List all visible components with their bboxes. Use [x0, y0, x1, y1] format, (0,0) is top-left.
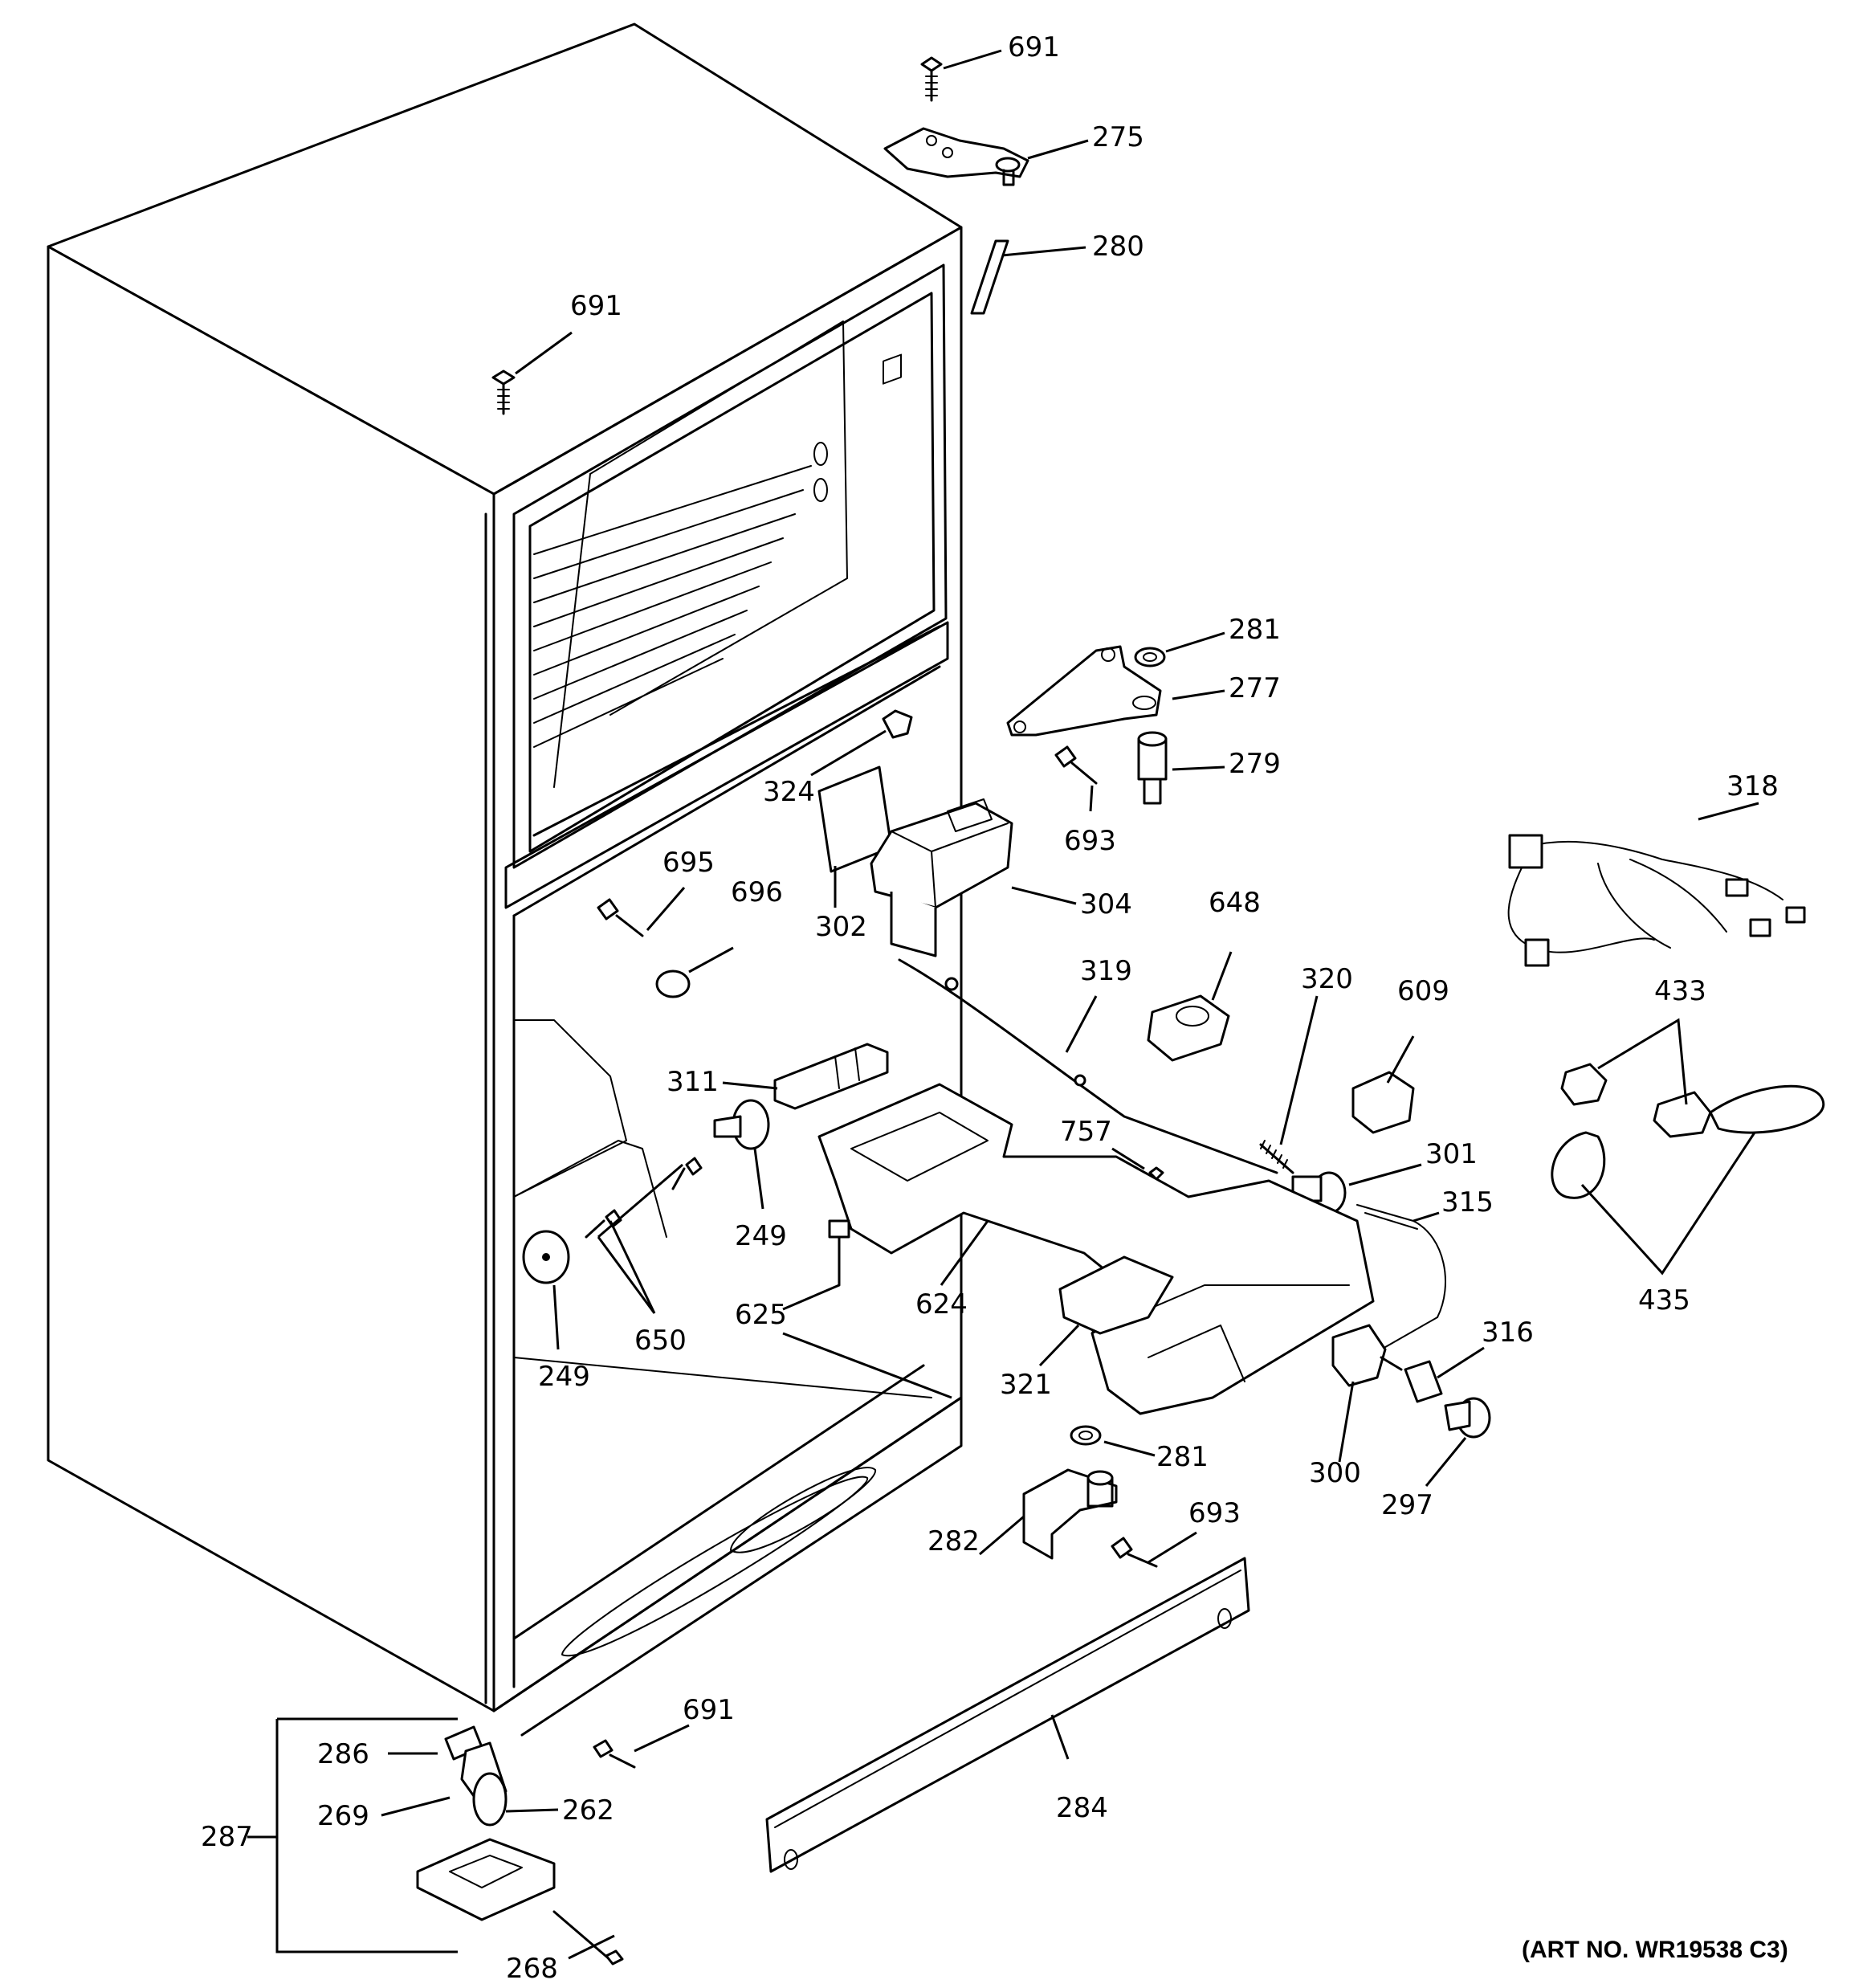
callout-650: 650 — [634, 1325, 687, 1357]
callout-287: 287 — [201, 1821, 253, 1853]
part-screw-691-bottom — [593, 1739, 636, 1769]
callout-693: 693 — [1188, 1497, 1241, 1529]
callout-315: 315 — [1441, 1186, 1494, 1219]
part-knob-297 — [1444, 1397, 1491, 1439]
part-hinge-275 — [883, 127, 1029, 186]
callout-300: 300 — [1309, 1457, 1361, 1489]
callout-301: 301 — [1425, 1138, 1478, 1170]
part-switch-609 — [1351, 1071, 1415, 1134]
part-control-housing-304 — [870, 798, 1013, 957]
part-screw-695 — [597, 898, 644, 937]
callout-297: 297 — [1381, 1489, 1433, 1521]
callout-696: 696 — [731, 876, 783, 908]
callout-324: 324 — [763, 776, 815, 808]
part-lamp-sockets-433 — [1560, 1063, 1712, 1138]
part-plunger-249-lower — [522, 1230, 570, 1284]
callout-435: 435 — [1638, 1284, 1690, 1316]
callout-labels: 691 275 280 691 281 277 279 693 324 318 … — [201, 31, 1779, 1985]
callout-281: 281 — [1229, 614, 1281, 646]
part-wire-harness-318 — [1507, 834, 1806, 967]
callout-321: 321 — [1000, 1369, 1052, 1401]
part-hinge-282 — [1022, 1468, 1118, 1560]
refrigerator-cabinet — [47, 22, 963, 1737]
part-hinge-277 — [1006, 645, 1162, 737]
part-air-damper-624 — [817, 1083, 1375, 1415]
part-hinge-cover-280 — [970, 239, 1009, 315]
part-thermostat-315 — [1356, 1204, 1446, 1350]
callout-284: 284 — [1056, 1792, 1108, 1824]
callout-275: 275 — [1092, 121, 1144, 153]
part-plug-696 — [655, 970, 691, 998]
part-plug-324 — [882, 709, 913, 739]
callout-249: 249 — [538, 1361, 590, 1393]
callout-262: 262 — [562, 1794, 614, 1827]
part-washer-281-top — [1134, 647, 1166, 667]
part-lamps-435 — [1551, 1084, 1825, 1199]
part-screw-693-top — [1054, 745, 1098, 785]
part-control-648 — [1147, 994, 1230, 1062]
part-bolt-625 — [828, 1219, 850, 1287]
callout-691: 691 — [683, 1694, 735, 1726]
callout-279: 279 — [1229, 748, 1281, 780]
part-spring-320 — [1259, 1140, 1294, 1174]
callout-281: 281 — [1156, 1441, 1209, 1473]
callout-695: 695 — [662, 847, 715, 879]
part-pin-279 — [1137, 731, 1168, 805]
callout-609: 609 — [1397, 975, 1449, 1007]
leader-lines — [247, 49, 1759, 1960]
part-spacer-316 — [1404, 1360, 1443, 1403]
part-plunger-249-upper — [713, 1099, 770, 1150]
callout-691: 691 — [1008, 31, 1060, 63]
callout-319: 319 — [1080, 955, 1132, 987]
callout-693: 693 — [1064, 825, 1116, 857]
callout-311: 311 — [667, 1066, 719, 1098]
callout-320: 320 — [1301, 963, 1353, 995]
callout-757: 757 — [1060, 1116, 1112, 1148]
callout-691: 691 — [570, 290, 622, 322]
part-switch-300 — [1331, 1324, 1403, 1387]
callout-624: 624 — [915, 1288, 968, 1321]
callout-268: 268 — [506, 1953, 558, 1985]
callout-280: 280 — [1092, 231, 1144, 263]
part-cover-321 — [1058, 1255, 1174, 1335]
part-cable-319 — [898, 958, 1278, 1174]
callout-302: 302 — [815, 911, 867, 943]
callout-316: 316 — [1482, 1316, 1534, 1349]
callout-277: 277 — [1229, 672, 1281, 704]
callout-286: 286 — [317, 1738, 369, 1770]
part-roller-assembly-287 — [416, 1725, 624, 1966]
callout-304: 304 — [1080, 888, 1132, 921]
callout-282: 282 — [927, 1525, 980, 1557]
callout-648: 648 — [1209, 887, 1261, 919]
callout-433: 433 — [1654, 975, 1706, 1007]
callout-625: 625 — [735, 1299, 787, 1331]
part-washer-281-bottom — [1070, 1425, 1102, 1446]
part-screw-691-top — [920, 56, 943, 102]
part-screw-691-left — [491, 369, 516, 415]
part-screw-693-bottom — [1111, 1537, 1158, 1568]
part-bracket-311 — [773, 1043, 889, 1110]
art-number: (ART NO. WR19538 C3) — [1522, 1937, 1788, 1963]
callout-318: 318 — [1726, 770, 1779, 802]
callout-269: 269 — [317, 1800, 369, 1832]
part-grille-284 — [765, 1557, 1250, 1873]
callout-249: 249 — [735, 1220, 787, 1252]
